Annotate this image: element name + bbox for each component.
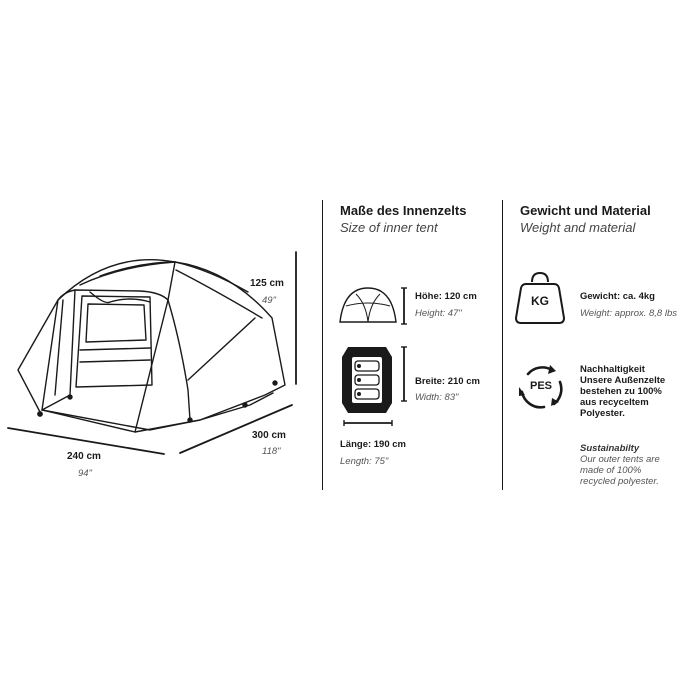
inner-tent-title: Maße des Innenzelts [340,203,467,218]
sustainability-de-line: Unsere Außenzelte [580,375,666,386]
weight-material-subtitle: Weight and material [520,220,636,235]
divider-right [502,200,503,490]
tent-height-inch: 49" [262,295,276,306]
sustainability-en: Sustainabilty Our outer tents are made o… [580,443,660,487]
inner-width-label: Breite: 210 cm [415,376,480,387]
sustainability-de-line: aus recyceltem [580,397,649,408]
inner-height-label: Höhe: 120 cm [415,291,477,302]
inner-width-label-en: Width: 83" [415,392,459,403]
weight-label-en: Weight: approx. 8,8 lbs [580,308,677,319]
sustainability-de-line: Polyester. [580,408,625,419]
inner-length-label-en: Length: 75" [340,456,389,467]
tent-width-inch: 94" [78,468,92,479]
floor-plan-icon [342,347,392,413]
sustainability-en-line: Sustainabilty [580,443,640,454]
length-bracket-icon [343,420,393,426]
sustainability-en-line: made of 100% [580,465,642,476]
inner-height-label-en: Height: 47" [415,308,462,319]
sustainability-en-line: Our outer tents are [580,454,660,465]
height-bracket-icon [401,287,407,325]
divider-left [322,200,323,490]
inner-length-label: Länge: 190 cm [340,439,406,450]
tent-length-inch: 118" [262,446,281,457]
weight-label: Gewicht: ca. 4kg [580,291,655,302]
sustainability-de: Nachhaltigkeit Unsere Außenzelte bestehe… [580,364,665,419]
tent-width-cm: 240 cm [67,451,101,462]
sustainability-en-line: recycled polyester. [580,476,659,487]
inner-tent-subtitle: Size of inner tent [340,220,438,235]
tent-height-cm: 125 cm [250,278,284,289]
recycle-icon: PES [516,362,566,412]
weight-kg-icon: KG [514,270,566,326]
kg-icon-text: KG [531,294,549,308]
width-dimension-line [7,427,165,455]
pes-icon-text: PES [529,380,552,392]
weight-material-title: Gewicht und Material [520,203,651,218]
dome-icon [339,287,397,323]
width-bracket-icon [401,346,407,402]
tent-length-cm: 300 cm [252,430,286,441]
length-dimension-line [179,404,293,454]
sustainability-de-line: bestehen zu 100% [580,386,662,397]
sustainability-de-line: Nachhaltigkeit [580,364,645,375]
